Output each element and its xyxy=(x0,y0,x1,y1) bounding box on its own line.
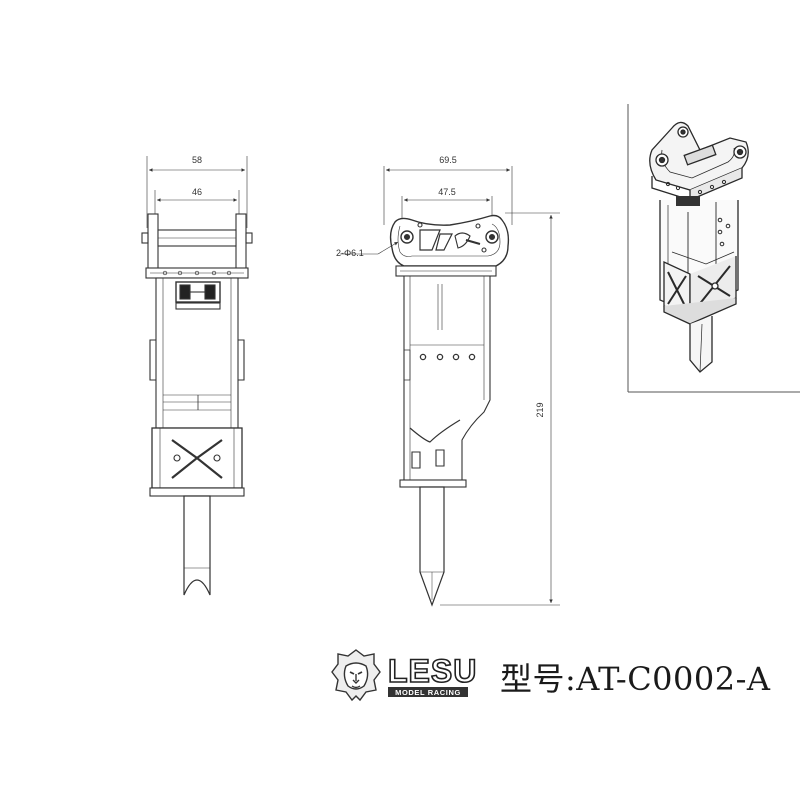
hole-leader xyxy=(377,241,399,255)
side-width-inner-label: 47.5 xyxy=(438,187,456,197)
model-separator: : xyxy=(565,660,577,698)
lion-head-icon xyxy=(331,649,381,702)
footer-brand-bar: LESU MODEL RACING 型号:AT-C0002-A xyxy=(330,648,790,704)
brand-tagline: MODEL RACING xyxy=(395,688,461,697)
model-label: 型号 xyxy=(500,660,566,698)
brand-wordmark: LESU MODEL RACING xyxy=(388,652,477,697)
front-width-inner-label: 46 xyxy=(192,187,202,197)
model-number: 型号:AT-C0002-A xyxy=(500,654,771,700)
isometric-inset xyxy=(627,104,800,393)
model-code-value: AT-C0002-A xyxy=(576,660,771,698)
side-view xyxy=(340,166,560,607)
side-width-outer-label: 69.5 xyxy=(439,155,457,165)
side-height-label: 219 xyxy=(535,402,545,417)
brand-name: LESU xyxy=(388,653,477,689)
hole-callout-label: 2-Φ6.1 xyxy=(336,248,364,258)
front-width-outer-label: 58 xyxy=(192,155,202,165)
front-view xyxy=(141,156,253,596)
